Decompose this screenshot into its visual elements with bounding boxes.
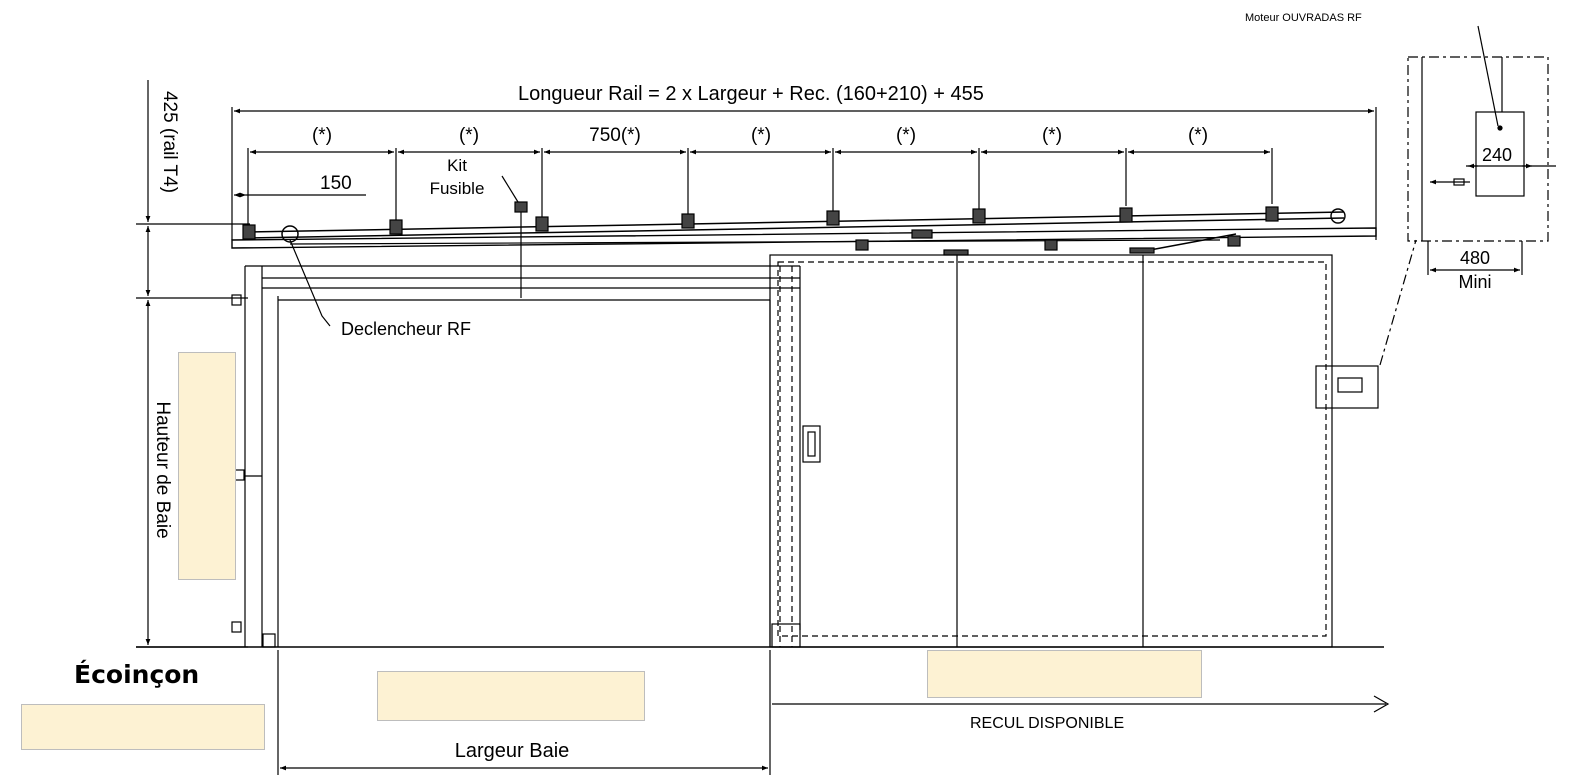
dim-240-label: 240: [1482, 145, 1512, 165]
spacing-label-6: (*): [1042, 125, 1062, 146]
declencheur-label: Declencheur RF: [341, 319, 471, 339]
largeur-input-box[interactable]: [377, 671, 645, 721]
spacing-label-4: (*): [751, 125, 771, 146]
sliding-leaf: [769, 239, 1417, 648]
spacing-label-7: (*): [1188, 125, 1208, 146]
ecoincon-input-box[interactable]: [21, 704, 265, 750]
moteur-label: Moteur OUVRADAS RF: [1245, 12, 1362, 24]
ecoincon-title: Écoinçon: [74, 660, 200, 689]
largeur-label: Largeur Baie: [455, 740, 570, 762]
hauteur-input[interactable]: [179, 353, 235, 579]
recul-label: RECUL DISPONIBLE: [970, 715, 1124, 732]
recul-input[interactable]: [928, 651, 1201, 697]
door-frame: [231, 265, 801, 648]
motor-detail: [1407, 25, 1556, 275]
kit-label-line2: Fusible: [430, 179, 485, 198]
mini-label: Mini: [1458, 272, 1491, 292]
spacing-label-5: (*): [896, 125, 916, 146]
kit-leader: [501, 175, 519, 203]
bottom-dimensions: [277, 650, 1390, 775]
hauteur-input-box[interactable]: [178, 352, 236, 580]
hauteur-label: Hauteur de Baie: [152, 401, 173, 538]
spacing-label-2: (*): [459, 125, 479, 146]
recul-input-box[interactable]: [927, 650, 1202, 698]
rollers: [242, 201, 1279, 256]
declencheur-leader: [289, 239, 331, 327]
spacing-label-1: (*): [312, 125, 332, 146]
spacing-label-750: 750(*): [589, 125, 641, 146]
kit-label-line1: Kit: [447, 156, 467, 175]
ecoincon-input[interactable]: [22, 705, 264, 749]
rail-length-label: Longueur Rail = 2 x Largeur + Rec. (160+…: [518, 83, 984, 105]
spacing-dimensions: [247, 148, 1273, 232]
dim-150-label: 150: [320, 173, 352, 194]
declencheur-wheel: [281, 225, 299, 243]
dim-480-label: 480: [1460, 248, 1490, 268]
largeur-input[interactable]: [378, 672, 644, 720]
rail: [231, 208, 1377, 251]
rail-length-dimension: [231, 107, 1377, 240]
rail-t4-label: 425 (rail T4): [159, 91, 180, 193]
